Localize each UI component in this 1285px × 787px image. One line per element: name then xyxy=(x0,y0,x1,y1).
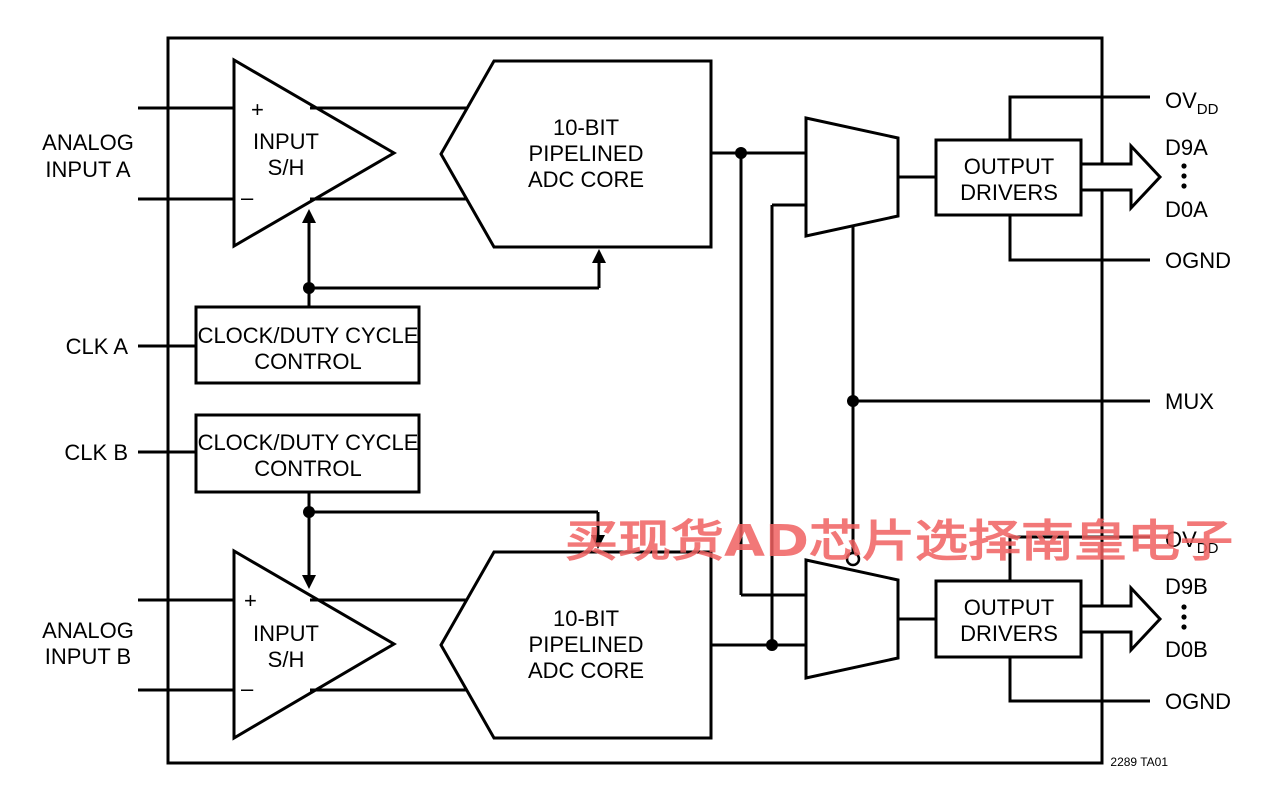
mux-a xyxy=(804,116,900,238)
adc-core-a-label-1: 10-BIT xyxy=(553,115,619,140)
sh-amp-a-plus: + xyxy=(251,97,264,122)
d9a-label: D9A xyxy=(1165,135,1208,160)
analog-input-a-label-2: INPUT A xyxy=(45,157,131,182)
adc-core-b xyxy=(439,550,713,740)
ovdd-a-wire xyxy=(1008,95,1150,140)
sh-amp-a-minus: – xyxy=(241,185,254,210)
mux-junction xyxy=(847,395,859,407)
analog-input-a-label-1: ANALOG xyxy=(42,130,134,155)
clock-control-b-label-2: CONTROL xyxy=(254,456,362,481)
adc-core-b-label-2: PIPELINED xyxy=(529,632,644,657)
ognd-b-wire xyxy=(1008,657,1150,703)
sh-amp-b-plus: + xyxy=(244,588,257,613)
adc-a-out-junction xyxy=(735,147,747,159)
adc-core-b-label-1: 10-BIT xyxy=(553,606,619,631)
analog-input-b-label-1: ANALOG xyxy=(42,618,134,643)
clock-control-b-label-1: CLOCK/DUTY CYCLE xyxy=(198,430,419,455)
clock-control-a xyxy=(194,305,421,385)
adc-b-out-junction xyxy=(766,639,778,651)
clk-b-junction xyxy=(303,506,315,518)
ognd-a-label: OGND xyxy=(1165,248,1231,273)
sh-amp-b-label-1: INPUT xyxy=(253,621,319,646)
clock-control-b xyxy=(194,413,421,494)
output-drivers-a-label-1: OUTPUT xyxy=(964,154,1054,179)
watermark-text: 买现货AD芯片选择南皇电子 xyxy=(565,516,1233,567)
clk-b-adc-arrow xyxy=(591,535,605,549)
clk-b-sh-arrow xyxy=(302,575,316,589)
sh-amp-a-label-2: S/H xyxy=(268,155,305,180)
mux-label: MUX xyxy=(1165,389,1214,414)
clk-a-adc-arrow xyxy=(592,249,606,263)
output-drivers-b-label-2: DRIVERS xyxy=(960,621,1058,646)
ovdd-b-label: OVDD xyxy=(1165,527,1219,557)
output-drivers-b-label-1: OUTPUT xyxy=(964,595,1054,620)
ovdd-a-label: OVDD xyxy=(1165,88,1219,118)
clock-control-a-label-2: CONTROL xyxy=(254,349,362,374)
data-out-b-arrow xyxy=(1079,584,1163,654)
mux-b-invert-bubble xyxy=(845,551,861,567)
output-drivers-a-label-2: DRIVERS xyxy=(960,180,1058,205)
sh-amp-a-label-1: INPUT xyxy=(253,129,319,154)
mux-b xyxy=(804,558,900,680)
ellipsis-b-icon xyxy=(1181,604,1187,630)
d0a-label: D0A xyxy=(1165,197,1208,222)
d0b-label: D0B xyxy=(1165,637,1208,662)
clk-a-junction xyxy=(303,282,315,294)
d9b-label: D9B xyxy=(1165,574,1208,599)
ognd-b-label: OGND xyxy=(1165,689,1231,714)
sh-amp-b-minus: – xyxy=(241,676,254,701)
adc-core-a-label-3: ADC CORE xyxy=(528,167,644,192)
clock-control-a-label-1: CLOCK/DUTY CYCLE xyxy=(198,323,419,348)
figure-code: 2289 TA01 xyxy=(1110,755,1168,769)
sh-amp-b-label-2: S/H xyxy=(268,647,305,672)
clk-a-label: CLK A xyxy=(66,334,129,359)
adc-core-a-label-2: PIPELINED xyxy=(529,141,644,166)
data-out-a-arrow xyxy=(1079,142,1163,212)
ognd-a-wire xyxy=(1008,215,1150,262)
clk-a-sh-arrow xyxy=(302,209,316,223)
clk-b-label: CLK B xyxy=(64,440,128,465)
ovdd-b-wire xyxy=(1008,535,1150,581)
analog-input-b-label-2: INPUT B xyxy=(45,644,131,669)
ellipsis-a-icon xyxy=(1181,163,1187,189)
adc-core-b-label-3: ADC CORE xyxy=(528,658,644,683)
adc-core-a xyxy=(439,59,713,249)
